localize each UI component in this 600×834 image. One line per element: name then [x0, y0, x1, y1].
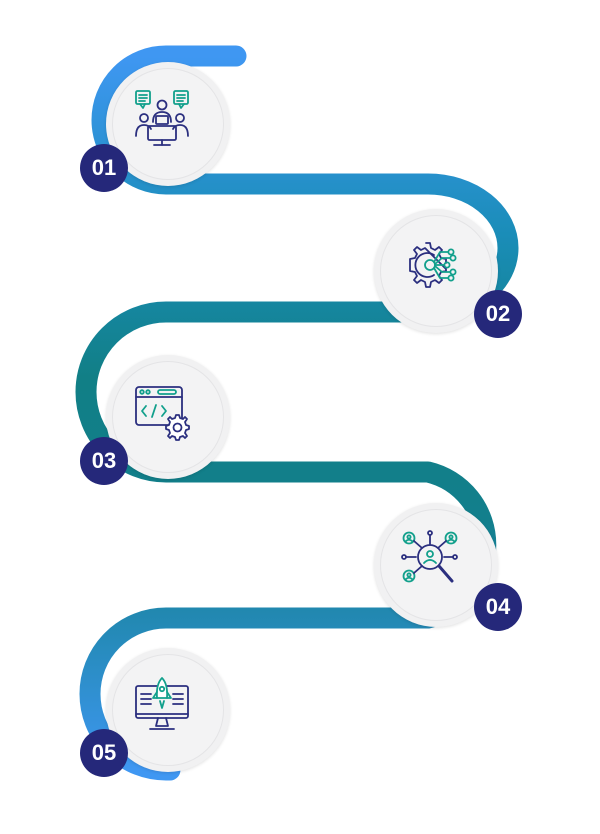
step-5-circle — [106, 648, 230, 772]
step-4-badge: 04 — [474, 583, 522, 631]
step-5-badge: 05 — [80, 729, 128, 777]
step-3-circle — [106, 355, 230, 479]
step-1-badge: 01 — [80, 144, 128, 192]
step-3-badge: 03 — [80, 437, 128, 485]
people-search-icon — [401, 530, 458, 583]
code-settings-icon — [135, 386, 190, 441]
gear-network-icon — [409, 242, 457, 288]
step-4-circle — [374, 503, 498, 627]
team-meeting-icon — [135, 90, 189, 146]
monitor-rocket-icon — [135, 677, 189, 730]
step-1-circle — [106, 62, 230, 186]
step-2-badge: 02 — [474, 290, 522, 338]
